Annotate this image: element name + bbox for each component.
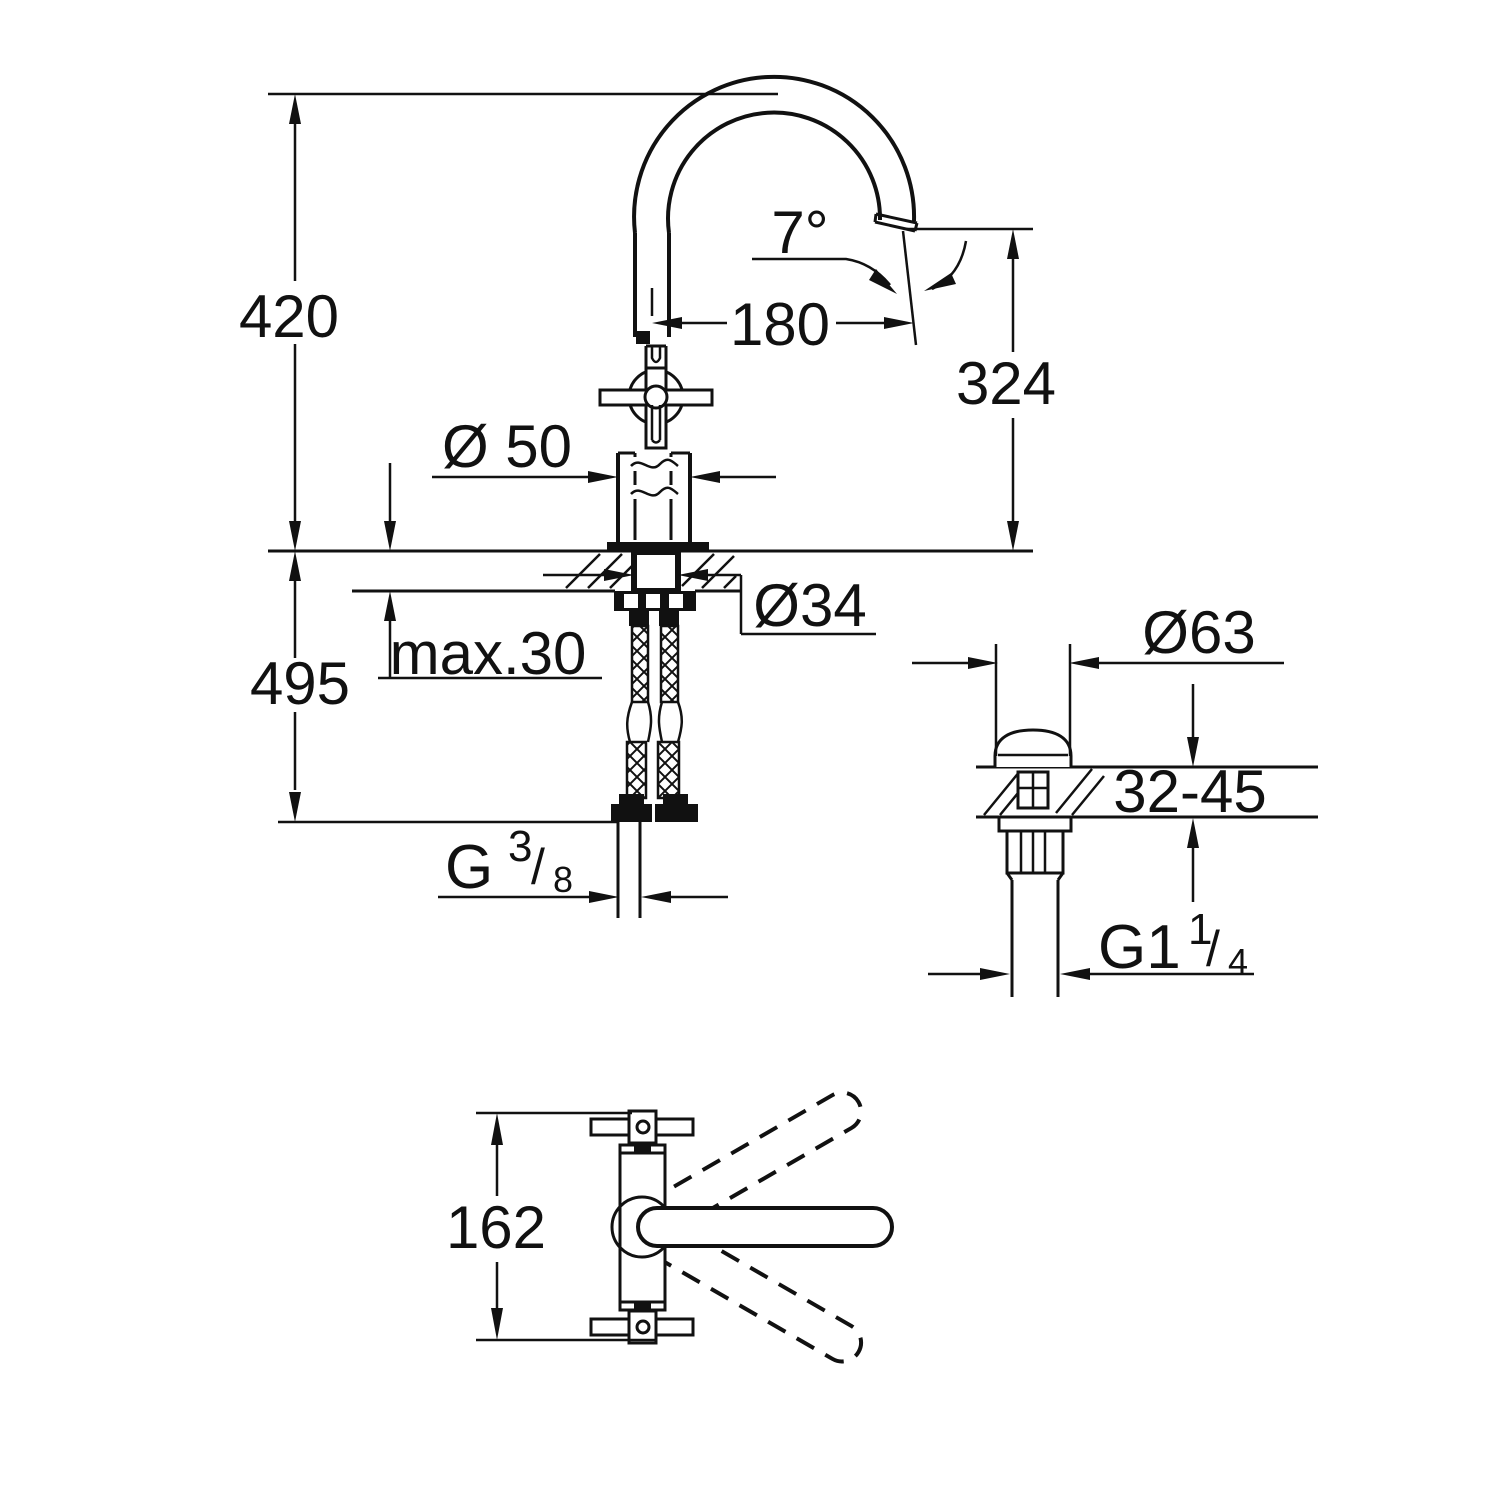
dim-d50-label: Ø 50 xyxy=(442,413,572,480)
dimensions-front: 420 495 7° xyxy=(239,92,1056,903)
dim-3245: 32-45 xyxy=(1113,684,1267,902)
dim-g38-g: G xyxy=(445,833,493,902)
dim-d50: Ø 50 xyxy=(432,413,776,483)
dim-max30-label: max.30 xyxy=(390,620,587,687)
dim-180-label: 180 xyxy=(730,291,830,358)
dim-324: 324 xyxy=(956,229,1056,551)
threaded-stud-right xyxy=(659,624,680,704)
dim-d34: Ø34 xyxy=(543,569,876,639)
dim-g38-den: 8 xyxy=(553,859,573,900)
waste-flange xyxy=(997,815,1073,833)
supply-hoses xyxy=(626,701,683,743)
break-symbol xyxy=(630,458,679,469)
cross-handle-assembly xyxy=(598,331,714,450)
top-view-swivel: 162 xyxy=(446,1090,894,1364)
dim-g38-num: 3 xyxy=(508,822,532,871)
spout-nozzle xyxy=(873,212,919,233)
base-flange xyxy=(607,542,709,552)
waste-nut xyxy=(1005,829,1065,875)
threaded-stud-left xyxy=(630,624,650,704)
break-symbol xyxy=(630,486,679,497)
handle-index-mark xyxy=(636,331,650,344)
mounting-shank xyxy=(631,549,681,594)
dim-g38: G 3 / 8 xyxy=(438,822,728,903)
dim-162-label: 162 xyxy=(446,1194,546,1261)
spout-position-solid xyxy=(636,1206,894,1248)
dim-g114-num: 1 xyxy=(1188,905,1212,954)
dim-g114-g: G1 xyxy=(1098,913,1181,982)
handle-center-cap xyxy=(643,384,669,410)
dim-d63: Ø63 xyxy=(912,599,1284,756)
dim-d63-label: Ø63 xyxy=(1142,599,1255,666)
waste-valve-view: Ø63 32-45 G1 1 / 4 xyxy=(912,599,1318,997)
dim-495-label: 495 xyxy=(250,650,350,717)
dim-324-label: 324 xyxy=(956,350,1056,417)
dim-7deg: 7° xyxy=(752,199,1033,294)
dim-162: 162 xyxy=(446,1111,655,1342)
dim-g114: G1 1 / 4 xyxy=(928,905,1254,982)
waste-tailpipe xyxy=(1010,880,1060,997)
hose-connector-right xyxy=(655,804,698,822)
dim-3245-label: 32-45 xyxy=(1113,758,1266,825)
dim-max30: max.30 xyxy=(378,463,602,687)
dim-g114-slash: / xyxy=(1206,921,1220,977)
stream-line xyxy=(901,230,918,346)
dim-495: 495 xyxy=(250,551,618,824)
supply-pipe xyxy=(616,822,642,918)
dim-g114-den: 4 xyxy=(1228,941,1248,982)
dim-420-label: 420 xyxy=(239,283,339,350)
dim-g38-slash: / xyxy=(531,839,545,895)
dim-180: 180 xyxy=(650,288,914,358)
front-view-faucet: 420 495 7° xyxy=(239,74,1056,918)
dim-d34-label: Ø34 xyxy=(753,572,866,639)
dim-420: 420 xyxy=(239,94,339,551)
hose-connector-left xyxy=(611,804,652,822)
dim-7deg-label: 7° xyxy=(771,199,828,266)
waste-dome-cap xyxy=(993,728,1073,767)
mounting-hardware xyxy=(611,549,698,918)
body-column xyxy=(607,451,709,552)
counter-hatching xyxy=(565,553,737,589)
top-handle-block xyxy=(627,1109,658,1145)
